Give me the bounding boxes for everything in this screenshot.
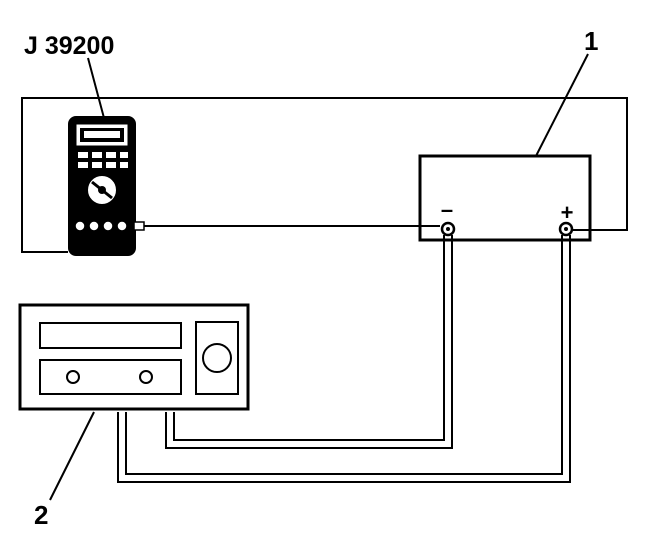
charger-control-panel — [39, 359, 182, 395]
multimeter — [68, 116, 145, 256]
tool-label: J 39200 — [24, 32, 114, 60]
negative-sign: – — [441, 197, 453, 222]
tool-leader-line — [87, 57, 105, 119]
charger-knob-left — [66, 370, 80, 384]
charger-leader-line — [49, 411, 95, 501]
charger-knob-right — [139, 370, 153, 384]
positive-sign: + — [561, 200, 574, 225]
battery-leader-line — [535, 53, 589, 157]
battery-case — [418, 154, 592, 242]
meter-positive-wire — [21, 97, 628, 253]
charger-gauge-housing — [195, 321, 239, 395]
multimeter-jacks — [74, 220, 128, 232]
charger-gauge — [202, 343, 232, 373]
battery: – + — [418, 154, 592, 242]
charger-case — [18, 303, 250, 411]
battery-label: 1 — [584, 26, 598, 56]
charger — [18, 303, 250, 411]
charger-label: 2 — [34, 500, 48, 530]
multimeter-probe-plug — [133, 221, 145, 231]
charger-cables — [117, 235, 571, 483]
charger-display — [39, 322, 182, 349]
multimeter-buttons — [78, 152, 128, 168]
